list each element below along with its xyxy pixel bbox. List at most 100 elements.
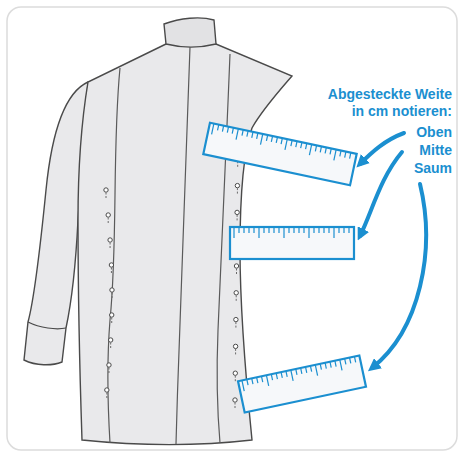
- tape-tick: [286, 371, 287, 377]
- tape-measure: [230, 227, 354, 259]
- pin-head: [106, 213, 110, 217]
- tape-tick: [243, 227, 244, 233]
- tape-tick: [257, 377, 258, 383]
- tape-tick: [263, 227, 264, 233]
- tape-tick: [298, 227, 299, 233]
- pin-needle: [106, 393, 107, 400]
- tape-tick: [262, 376, 263, 382]
- pin-head: [233, 398, 237, 402]
- tape-tick: [268, 227, 269, 233]
- pin-needle: [237, 188, 238, 195]
- tape-tick: [335, 361, 336, 367]
- tape-tick: [318, 227, 319, 233]
- pin-head: [109, 263, 113, 267]
- tape-tick: [301, 142, 302, 148]
- pin-head: [108, 238, 112, 242]
- pin-needle: [111, 268, 112, 275]
- tape-tick: [308, 227, 309, 238]
- pin-needle: [111, 293, 112, 300]
- tape-tick: [350, 358, 351, 364]
- tape-tick: [281, 372, 282, 378]
- position-label: Oben: [372, 124, 452, 141]
- pins: [233, 130, 240, 409]
- pin-head: [234, 291, 238, 295]
- pin-head: [104, 188, 108, 192]
- tape-tick: [340, 360, 342, 371]
- tape-measure: [203, 123, 356, 185]
- pin-head: [235, 210, 239, 214]
- tape-tick: [325, 147, 326, 153]
- tape-tick: [309, 144, 311, 155]
- pin-needle: [235, 322, 236, 329]
- pin-head: [108, 338, 112, 342]
- tape-tick: [306, 143, 307, 149]
- tape-tick: [232, 128, 233, 134]
- arrow: [372, 184, 426, 368]
- pin-needle: [106, 193, 107, 200]
- tape-tick: [266, 135, 267, 141]
- tape-tick: [334, 150, 336, 161]
- tape-body: [230, 227, 354, 259]
- tape-tick: [301, 368, 302, 374]
- tape-tick: [315, 365, 317, 376]
- tape-tick: [291, 370, 293, 381]
- tape-tick: [340, 151, 341, 157]
- tape-tick: [276, 137, 277, 143]
- tape-tick: [348, 227, 349, 233]
- tape-tick: [253, 227, 254, 233]
- pin-head: [233, 371, 237, 375]
- tape-tick: [238, 227, 239, 233]
- pin-needle: [236, 269, 237, 276]
- tape-tick: [218, 125, 219, 131]
- pin-head: [110, 288, 114, 292]
- tape-tick: [338, 227, 339, 233]
- tape-tick: [285, 139, 287, 150]
- tape-tick: [350, 153, 351, 159]
- tape-tick: [252, 378, 253, 384]
- pin-needle: [236, 295, 237, 302]
- center-seam: [176, 47, 190, 444]
- tape-tick: [310, 366, 311, 372]
- pin-head: [107, 363, 111, 367]
- tape-tick: [320, 146, 321, 152]
- pin-needle: [237, 215, 238, 222]
- pin-head: [105, 388, 109, 392]
- tape-tick: [291, 140, 292, 146]
- tape-tick: [325, 363, 326, 369]
- pin-head: [233, 344, 237, 348]
- tape-tick: [260, 134, 262, 145]
- tape-measures: [203, 123, 366, 413]
- tape-tick: [323, 227, 324, 233]
- pin-head: [110, 313, 114, 317]
- tape-tick: [252, 132, 253, 138]
- pin-head: [234, 317, 238, 321]
- pin-head: [234, 264, 238, 268]
- tape-tick: [315, 145, 316, 151]
- tape-tick: [257, 133, 258, 139]
- tape-tick: [345, 152, 346, 158]
- pin-needle: [108, 368, 109, 375]
- cuff-seam: [28, 322, 66, 329]
- tape-tick: [354, 356, 355, 362]
- tape-tick: [212, 124, 214, 135]
- position-label: Saum: [372, 160, 452, 177]
- tape-tick: [296, 369, 297, 375]
- tape-tick: [222, 126, 223, 132]
- pin-needle: [110, 343, 111, 350]
- tape-tick: [303, 227, 304, 233]
- tape-tick: [283, 227, 284, 238]
- tape-tick: [248, 227, 249, 233]
- tape-tick: [271, 136, 272, 142]
- left-seam: [108, 68, 120, 443]
- tape-tick: [271, 374, 272, 380]
- tape-tick: [273, 227, 274, 233]
- pin-needle: [235, 403, 236, 410]
- tape-tick: [276, 373, 277, 379]
- pin-needle: [110, 243, 111, 250]
- tape-tick: [281, 138, 282, 144]
- tape-tick: [242, 130, 243, 136]
- tape-tick: [296, 141, 297, 147]
- instruction-text: Abgesteckte Weite in cm notieren:: [312, 86, 452, 120]
- tape-tick: [236, 129, 238, 140]
- tape-measure: [238, 355, 366, 412]
